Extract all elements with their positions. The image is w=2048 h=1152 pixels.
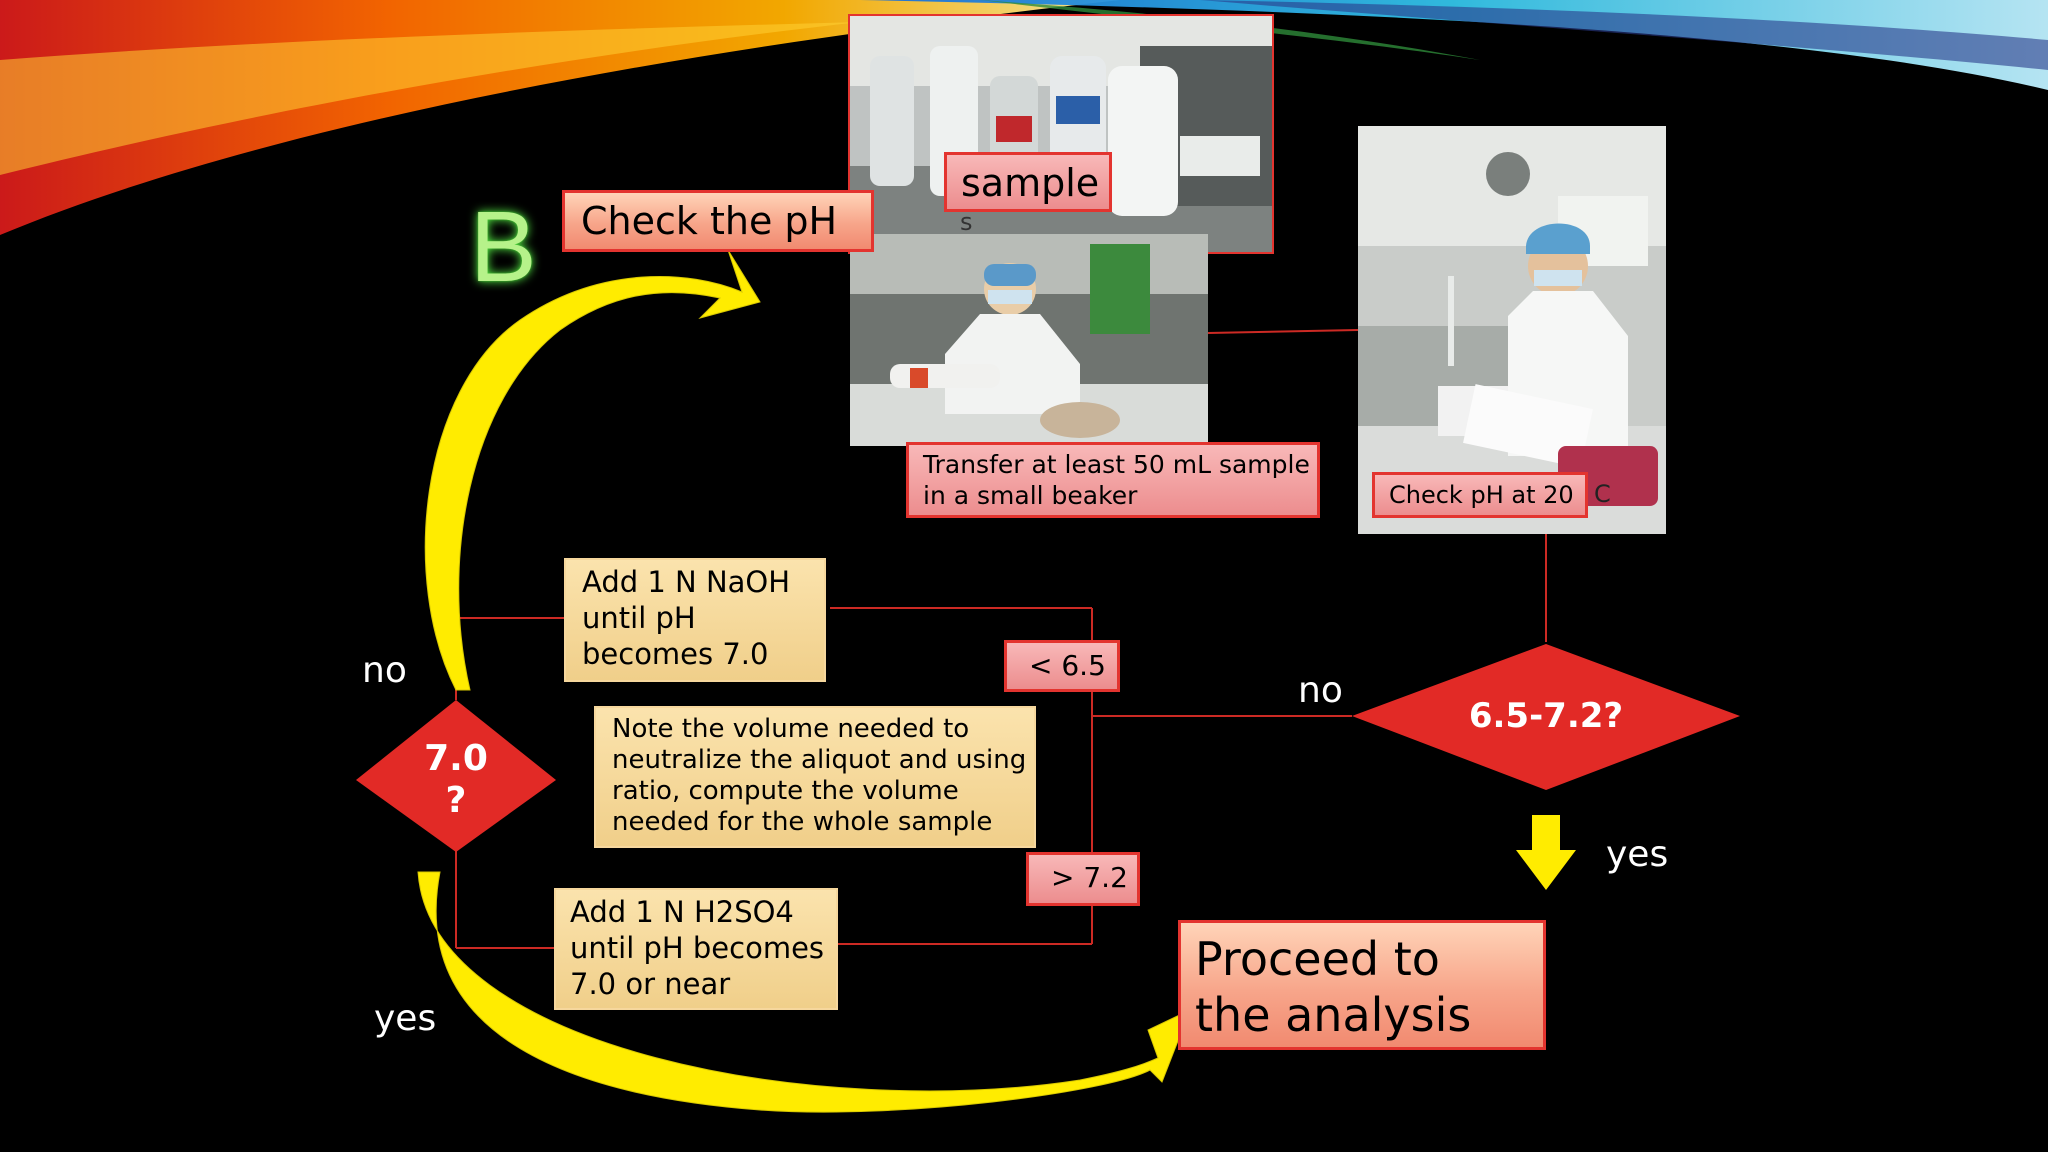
note-line-3: ratio, compute the volume [612,776,959,806]
proceed-line-2: the analysis [1195,988,1472,1042]
note-line-4: needed for the whole sample [612,807,993,837]
gt-threshold-label: > 7.2 [1051,861,1128,894]
check-temp-box: Check pH at 20 [1372,472,1588,518]
check-ph-box: Check the pH [562,190,874,252]
yes-label-left: yes [374,998,437,1039]
transfer-line-1: Transfer at least 50 mL sample [923,450,1310,479]
yes-proceed-arrow [417,871,1191,1113]
range-decision-label: 6.5-7.2? [1468,696,1624,736]
check-ph-label: Check the pH [581,199,838,243]
samples-label: sample [961,161,1100,205]
ph-meter-photo [1358,126,1666,534]
samples-label-overflow: s [960,208,973,236]
beaker-photo [850,234,1208,446]
lt-threshold-label: < 6.5 [1029,649,1106,682]
h2so4-box: Add 1 N H2SO4 until pH becomes 7.0 or ne… [554,888,838,1010]
no-label-left: no [362,650,407,691]
samples-photo [848,14,1274,254]
gt-threshold-box: > 7.2 [1026,852,1140,906]
transfer-box: Transfer at least 50 mL sample in a smal… [906,442,1320,518]
slide-letter: B [470,191,537,303]
check-temp-label: Check pH at 20 [1389,481,1574,509]
loop-back-arrow [424,249,761,691]
neutral-decision-line-1: 7.0 [424,738,488,779]
h2so4-line-3: 7.0 or near [570,967,731,1001]
neutral-decision-diamond [356,700,556,852]
proceed-box: Proceed to the analysis [1178,920,1546,1050]
note-box: Note the volume needed to neutralize the… [594,706,1036,848]
lt-threshold-box: < 6.5 [1004,640,1120,692]
connector-beaker-to-meter [1207,329,1359,334]
no-label-right: no [1298,670,1343,711]
yes-label-right: yes [1606,834,1669,875]
transfer-line-2: in a small beaker [923,481,1138,510]
h2so4-line-1: Add 1 N H2SO4 [570,895,794,929]
note-line-1: Note the volume needed to [612,714,970,744]
samples-box: sample [944,152,1112,212]
range-decision-diamond [1352,644,1740,790]
temp-unit-label: C [1594,480,1611,508]
range-yes-arrow [1516,815,1576,890]
h2so4-line-2: until pH becomes [570,931,825,965]
naoh-line-3: becomes 7.0 [582,637,769,671]
neutral-decision-line-2: ? [445,780,467,821]
naoh-box: Add 1 N NaOH until pH becomes 7.0 [564,558,826,682]
naoh-line-1: Add 1 N NaOH [582,565,791,599]
note-line-2: neutralize the aliquot and using [612,745,1027,775]
proceed-line-1: Proceed to [1195,932,1440,986]
naoh-line-2: until pH [582,601,696,635]
